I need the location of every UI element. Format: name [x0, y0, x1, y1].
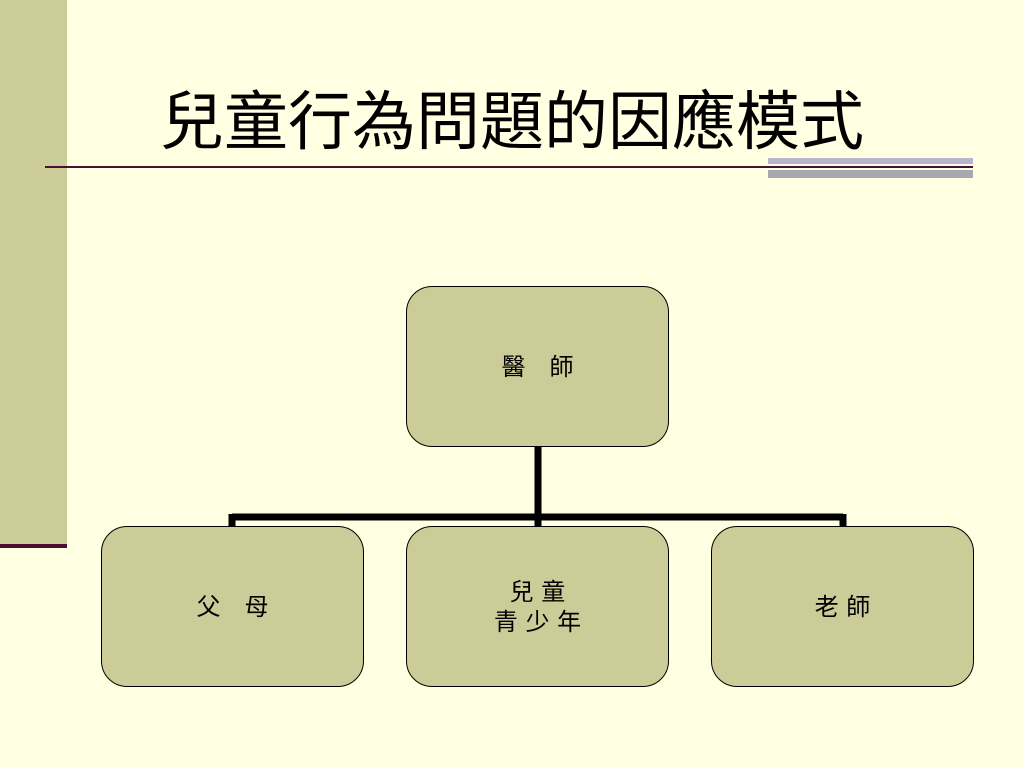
left-decorative-band: [0, 0, 67, 545]
node-children-youth-label: 兒 童 青 少 年: [493, 577, 582, 636]
title-accent-bars: [768, 158, 973, 178]
node-parents: 父 母: [101, 526, 364, 687]
node-teachers: 老 師: [711, 526, 974, 687]
title-divider-line: [45, 166, 973, 168]
slide-title: 兒童行為問題的因應模式: [160, 86, 864, 160]
title-accent-bar-dark: [768, 170, 973, 178]
node-doctor-label: 醫 師: [501, 352, 574, 381]
node-teachers-label: 老 師: [814, 592, 871, 621]
title-accent-bar-light: [768, 158, 973, 164]
node-parents-label: 父 母: [196, 592, 269, 621]
left-band-underline: [0, 544, 67, 548]
node-children-youth: 兒 童 青 少 年: [406, 526, 669, 687]
node-doctor: 醫 師: [406, 286, 669, 447]
